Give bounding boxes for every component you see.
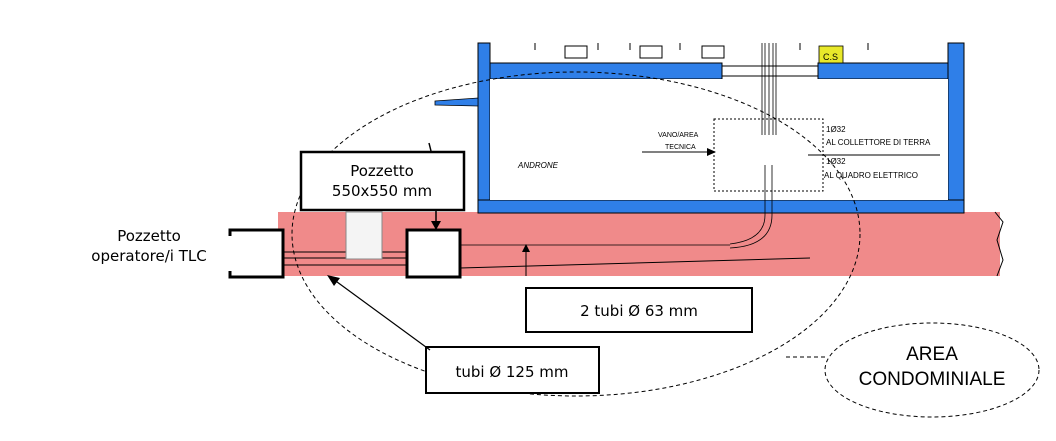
tubi125-pointer-head xyxy=(327,275,340,286)
depth-arrowhead xyxy=(522,244,530,252)
operator-pozzetto-box xyxy=(228,228,285,279)
area-condominiale-ellipse xyxy=(824,322,1040,418)
vano-label-line2: TECNICA xyxy=(665,144,696,151)
vano-label-line1: VANO/AREA xyxy=(658,132,699,139)
vertical-risers xyxy=(761,43,777,135)
pozzetto-pointer-head xyxy=(431,221,441,230)
tubi125-label: tubi Ø 125 mm xyxy=(455,363,568,381)
building-roof-gap xyxy=(721,65,819,77)
area-label-line2: CONDOMINIALE xyxy=(859,369,1006,390)
pipe2-dest: AL QUADRO ELETTRICO xyxy=(824,171,918,180)
building-floor xyxy=(477,199,965,214)
building-roof-left xyxy=(477,62,723,80)
tubi63-label-box xyxy=(525,287,753,333)
tubi125-label-box xyxy=(425,346,600,394)
pipe2-size: 1Ø32 xyxy=(826,157,846,166)
tubi63-label: 2 tubi Ø 63 mm xyxy=(580,302,698,320)
pozzetto-box xyxy=(405,228,462,279)
cs-badge xyxy=(818,45,844,64)
building-interior xyxy=(490,79,948,200)
fixture-box xyxy=(564,45,588,59)
ground-break-line xyxy=(994,211,1004,277)
ground-band xyxy=(278,212,1000,276)
pozzetto-existing xyxy=(345,211,383,260)
conduit-line xyxy=(459,257,811,269)
tubi125-pointer xyxy=(332,278,431,351)
building-left-wall xyxy=(477,42,491,214)
androne-label: ANDRONE xyxy=(517,161,559,170)
pipe1-size: 1Ø32 xyxy=(826,125,846,134)
area-label-line1: AREA xyxy=(906,344,958,365)
building-roof-right xyxy=(817,62,949,80)
vano-arrowhead xyxy=(707,148,716,156)
pozzetto-size: 550x550 mm xyxy=(332,182,432,200)
cs-label: C.S xyxy=(823,52,838,62)
fixture-box xyxy=(701,45,725,59)
fixture-box xyxy=(639,45,663,59)
conduit-riser xyxy=(729,165,773,249)
site-area-ellipse xyxy=(291,71,861,397)
canopy xyxy=(434,97,479,107)
conduit-riser xyxy=(729,165,766,245)
building: C.S xyxy=(434,42,965,214)
small-mark xyxy=(428,142,432,152)
operator-label-line2: operatore/i TLC xyxy=(91,247,206,265)
pipe1-dest: AL COLLETTORE DI TERRA xyxy=(826,138,931,147)
pozzetto-title: Pozzetto xyxy=(350,162,414,180)
operator-label-line1: Pozzetto xyxy=(117,227,181,245)
pozzetto-label-box xyxy=(299,150,466,212)
operator-pozzetto-gap xyxy=(226,236,234,271)
building-right-wall xyxy=(947,42,965,214)
